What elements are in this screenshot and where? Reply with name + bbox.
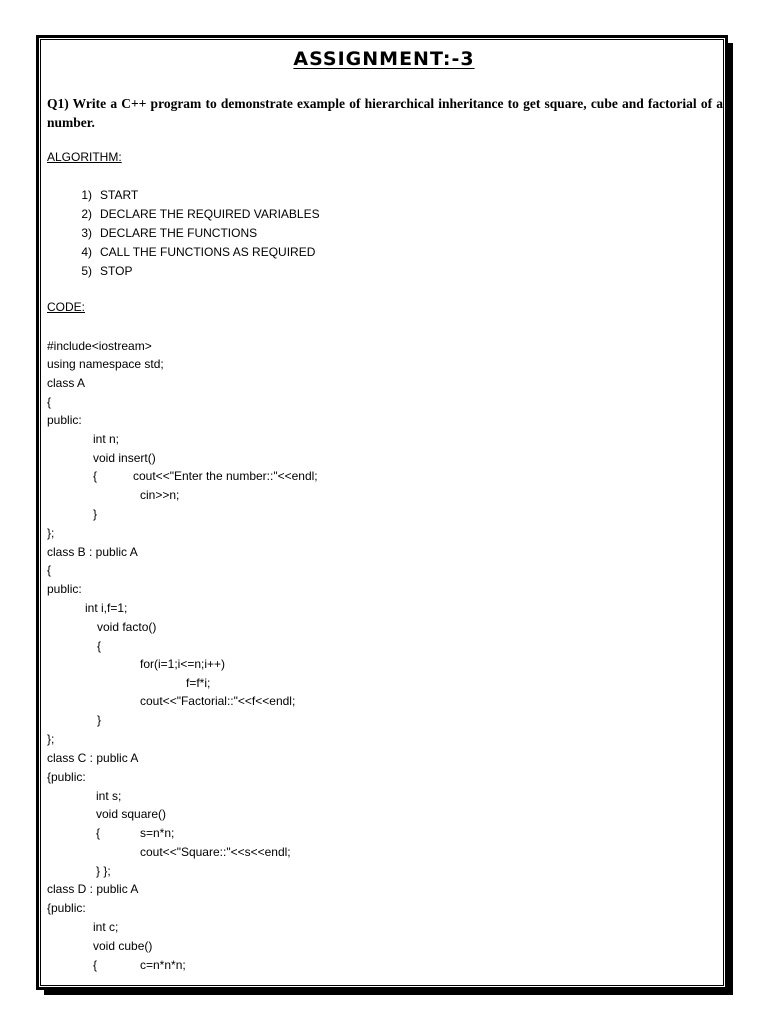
code-line: int n; [93,432,120,446]
code-line: int i,f=1; [85,601,128,615]
algorithm-step: 4)CALL THE FUNCTIONS AS REQUIRED [81,245,316,259]
code-line: int s; [96,789,122,803]
code-line: cout<<"Factorial::"<<f<<endl; [140,694,296,708]
code-line: { [97,639,102,653]
algorithm-step: 2)DECLARE THE REQUIRED VARIABLES [81,207,320,221]
code-line: { [93,958,98,972]
code-line: cin>>n; [140,488,180,502]
code-line: } [93,507,98,521]
assignment-title: ASSIGNMENT:-3 [293,48,475,70]
code-line: public: [47,413,82,427]
code-line: { [96,826,101,840]
code-line: { [47,395,52,409]
code-line: for(i=1;i<=n;i++) [140,657,226,671]
code-line: using namespace std; [47,357,164,371]
code-line: }; [47,526,55,540]
page-border-shadow-right [728,43,733,995]
code-line: #include<iostream> [47,339,152,353]
code-line: } [97,713,102,727]
code-line: void cube() [93,939,153,953]
page-border-shadow-bottom [44,990,733,995]
code-line: cout<<"Enter the number::"<<endl; [133,469,318,483]
code-line: { [47,563,52,577]
code-line: cout<<"Square::"<<s<<endl; [140,845,291,859]
code-line: void facto() [97,620,157,634]
code-line: { [93,469,98,483]
code-line: f=f*i; [186,676,211,690]
code-line: c=n*n*n; [140,958,186,972]
code-line: class C : public A [47,751,139,765]
algorithm-step: 1)START [81,188,139,202]
code-line: public: [47,582,82,596]
code-heading: CODE: [47,300,86,314]
algorithm-steps: 1)START 2)DECLARE THE REQUIRED VARIABLES… [70,186,320,281]
code-line: class A [47,376,86,390]
code-line: {public: [47,770,86,784]
code-line: class B : public A [47,545,138,559]
code-line: void square() [96,807,167,821]
code-line: int c; [93,920,119,934]
page-border-outer [36,35,728,990]
code-line: class D : public A [47,882,139,896]
code-line: {public: [47,901,86,915]
algorithm-step: 5)STOP [81,264,133,278]
code-line: } }; [96,864,111,878]
algorithm-step: 3)DECLARE THE FUNCTIONS [81,226,258,240]
question-text: Q1) Write a C++ program to demonstrate e… [47,96,723,130]
code-line: s=n*n; [140,826,175,840]
algorithm-heading: ALGORITHM: [47,150,122,164]
code-line: void insert() [93,451,156,465]
code-line: }; [47,732,55,746]
page-border-inner [40,39,724,986]
